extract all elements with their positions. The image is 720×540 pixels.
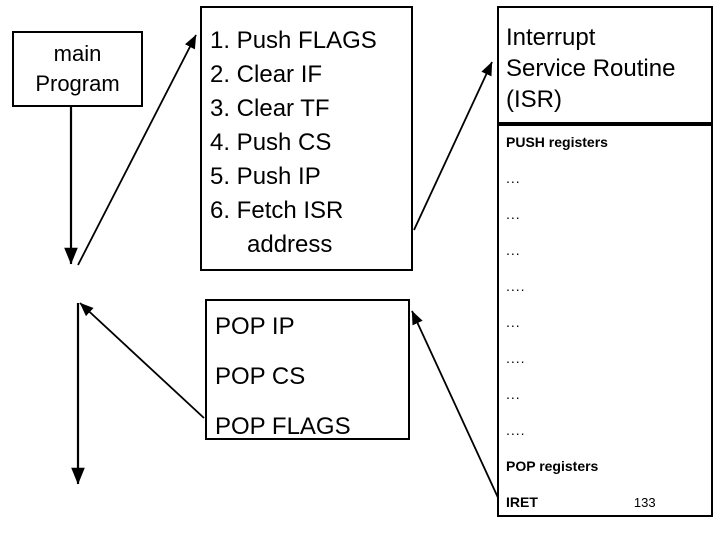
arrow-steps-to-isr	[413, 61, 493, 231]
isr-dots-line: ...	[506, 386, 521, 402]
interrupt-steps-box: 1. Push FLAGS 2. Clear IF 3. Clear TF 4.…	[200, 6, 413, 271]
pop-row: POP CS	[215, 363, 306, 390]
pop-restore-box: POP IP POP CS POP FLAGS	[205, 299, 410, 440]
interrupt-step: 2. Clear IF	[210, 61, 323, 88]
isr-dots-line: ...	[506, 206, 521, 222]
isr-header-box: Interrupt Service Routine (ISR)	[497, 6, 713, 124]
slide-number: 133	[633, 495, 656, 510]
arrow-pop-to-resume	[79, 302, 205, 419]
isr-iret-row: IRET 133	[506, 494, 711, 511]
isr-title-line: Service Routine	[506, 55, 676, 82]
interrupt-step: 1. Push FLAGS	[210, 27, 377, 54]
isr-dots-line: ...	[506, 314, 521, 330]
interrupt-step: 6. Fetch ISR	[210, 197, 344, 224]
interrupt-step: 4. Push CS	[210, 129, 332, 156]
isr-iret-label: IRET	[506, 494, 538, 510]
isr-dots-line: ...	[506, 242, 521, 258]
isr-pop-registers: POP registers	[506, 458, 599, 474]
arrow-iret-to-pop	[411, 310, 501, 503]
isr-body-box: PUSH registers ... ... ... .... ... ....…	[497, 124, 713, 517]
isr-title-line: (ISR)	[506, 86, 562, 113]
interrupt-step: 3. Clear TF	[210, 95, 330, 122]
main-program-line-1: main	[53, 41, 102, 66]
isr-dots-line: ....	[506, 350, 526, 366]
isr-dots-line: ...	[506, 170, 521, 186]
main-program-line-2: Program	[35, 71, 120, 96]
pop-row: POP FLAGS	[215, 413, 351, 440]
pop-row: POP IP	[215, 313, 295, 340]
isr-dots-line: ....	[506, 422, 526, 438]
interrupt-step: 5. Push IP	[210, 163, 321, 190]
isr-dots-line: ....	[506, 278, 526, 294]
isr-push-registers: PUSH registers	[506, 134, 608, 150]
isr-title-line: Interrupt	[506, 24, 596, 51]
interrupt-step-continuation: address	[247, 231, 333, 258]
main-program-box: main Program	[12, 31, 143, 107]
